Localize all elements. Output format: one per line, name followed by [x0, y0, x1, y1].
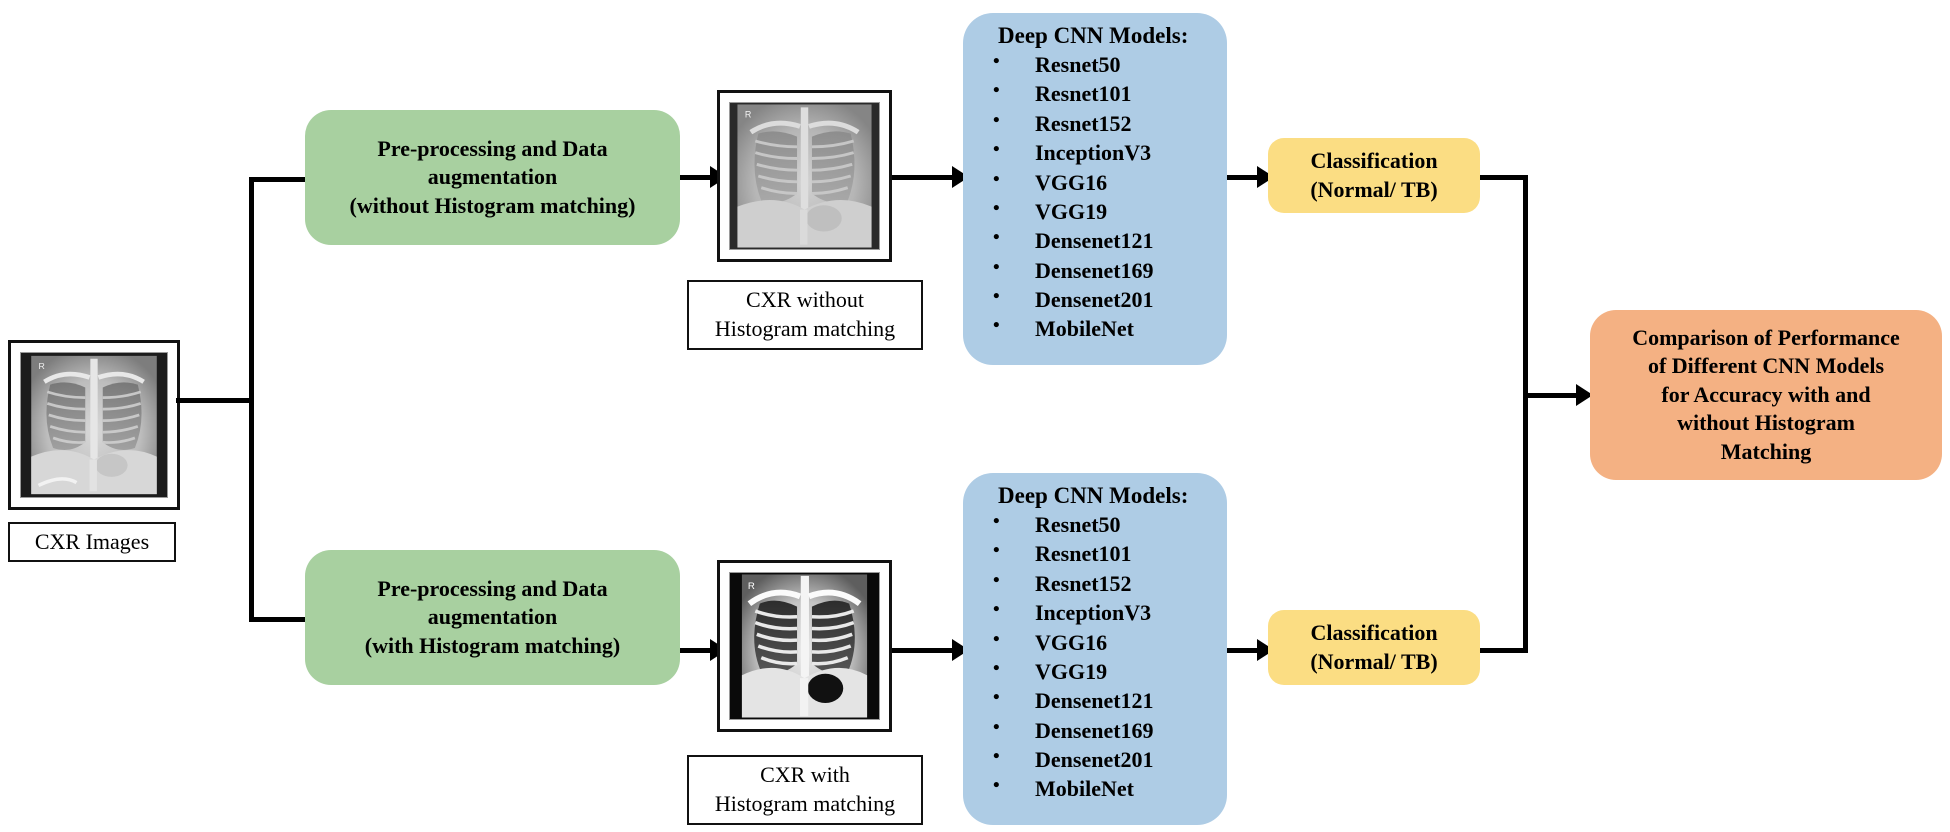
source-cxr-image-frame: R	[8, 340, 180, 510]
cnn-model-item: Densenet121	[989, 685, 1227, 715]
svg-text:R: R	[39, 361, 45, 371]
cxr-with-histogram-matching-caption: CXR with Histogram matching	[687, 755, 923, 825]
svg-text:R: R	[745, 110, 751, 120]
preprocess-box-with-histogram-matching: Pre-processing and Data augmentation (wi…	[305, 550, 680, 685]
cnn-model-item: Resnet101	[989, 538, 1227, 568]
cnn-model-item: InceptionV3	[989, 137, 1227, 167]
connector-models-to-classification-bottom	[1227, 648, 1272, 653]
result-line-3: for Accuracy with and	[1661, 381, 1871, 407]
cxr-without-histogram-matching-caption: CXR without Histogram matching	[687, 280, 923, 350]
result-line-5: Matching	[1720, 438, 1812, 464]
cnn-model-item: VGG16	[989, 627, 1227, 657]
cxr-without-histogram-matching-frame: R	[717, 90, 892, 262]
connector-cxr-to-models-bottom	[892, 648, 967, 653]
classification-line-2: (Normal/ TB)	[1310, 648, 1438, 674]
cxr-caption-line-2: Histogram matching	[714, 316, 896, 341]
source-cxr-caption: CXR Images	[8, 522, 176, 562]
connector-source-stub	[176, 398, 254, 403]
classification-box-with-histogram-matching: Classification (Normal/ TB)	[1268, 610, 1480, 685]
source-cxr-caption-label: CXR Images	[34, 528, 150, 554]
cnn-model-item: Resnet152	[989, 568, 1227, 598]
cxr-caption-line-1: CXR with	[760, 762, 850, 788]
comparison-result-box: Comparison of Performance of Different C…	[1590, 310, 1942, 480]
result-line-2: of Different CNN Models	[1647, 353, 1885, 379]
cnn-model-item: Densenet169	[989, 255, 1227, 285]
result-line-4: without Histogram	[1677, 410, 1855, 436]
preprocess-line-2: augmentation	[427, 604, 558, 630]
preprocess-box-without-histogram-matching: Pre-processing and Data augmentation (wi…	[305, 110, 680, 245]
connector-preprocess-to-cxr-top	[680, 175, 725, 180]
preprocess-line-1: Pre-processing and Data	[377, 575, 608, 601]
cnn-model-item: Densenet169	[989, 715, 1227, 745]
cnn-models-title: Deep CNN Models:	[998, 23, 1189, 48]
arrowhead-result	[1576, 384, 1593, 406]
cnn-model-item: MobileNet	[989, 313, 1227, 343]
cxr-caption-line-2: Histogram matching	[714, 791, 896, 816]
cnn-models-box-without-histogram-matching: Deep CNN Models: Resnet50 Resnet101 Resn…	[963, 13, 1227, 365]
classification-line-1: Classification	[1310, 147, 1438, 173]
cnn-models-list: Resnet50 Resnet101 Resnet152 InceptionV3…	[989, 509, 1227, 804]
cnn-model-item: Resnet152	[989, 108, 1227, 138]
cnn-model-item: Densenet121	[989, 225, 1227, 255]
cnn-models-box-with-histogram-matching: Deep CNN Models: Resnet50 Resnet101 Resn…	[963, 473, 1227, 825]
classification-line-1: Classification	[1310, 619, 1438, 645]
cnn-model-item: Densenet201	[989, 744, 1227, 774]
connector-models-to-classification-top	[1227, 175, 1272, 180]
connector-bottom-branch	[249, 617, 311, 622]
preprocess-line-2: augmentation	[427, 164, 558, 190]
connector-classification-top-out	[1480, 175, 1528, 180]
connector-cxr-to-models-top	[892, 175, 967, 180]
result-line-1: Comparison of Performance	[1632, 324, 1900, 350]
connector-preprocess-to-cxr-bottom	[680, 648, 725, 653]
cnn-model-item: VGG19	[989, 196, 1227, 226]
preprocess-line-3: (without Histogram matching)	[349, 192, 636, 218]
preprocess-line-1: Pre-processing and Data	[377, 135, 608, 161]
cnn-models-list: Resnet50 Resnet101 Resnet152 InceptionV3…	[989, 49, 1227, 344]
cxr-without-histogram-matching-image: R	[729, 102, 880, 250]
svg-text:R: R	[748, 581, 755, 592]
cnn-model-item: Resnet50	[989, 49, 1227, 79]
connector-classification-bottom-out	[1480, 648, 1528, 653]
cxr-with-histogram-matching-frame: R	[717, 560, 892, 732]
connector-top-branch	[249, 177, 311, 182]
preprocess-line-3: (with Histogram matching)	[364, 632, 621, 658]
cnn-model-item: Resnet101	[989, 78, 1227, 108]
cnn-model-item: Densenet201	[989, 284, 1227, 314]
cnn-model-item: MobileNet	[989, 773, 1227, 803]
chest-xray-image: R	[20, 352, 168, 498]
classification-line-2: (Normal/ TB)	[1310, 176, 1438, 202]
cxr-with-histogram-matching-image: R	[729, 572, 880, 720]
cnn-model-item: VGG16	[989, 167, 1227, 197]
connector-merge-spine	[1523, 175, 1528, 653]
cnn-model-item: VGG19	[989, 656, 1227, 686]
cnn-model-item: Resnet50	[989, 509, 1227, 539]
cnn-model-item: InceptionV3	[989, 597, 1227, 627]
connector-merge-to-result	[1523, 393, 1581, 398]
cxr-caption-line-1: CXR without	[746, 287, 864, 313]
connector-split-spine	[249, 177, 254, 622]
classification-box-without-histogram-matching: Classification (Normal/ TB)	[1268, 138, 1480, 213]
cnn-models-title: Deep CNN Models:	[998, 483, 1189, 508]
